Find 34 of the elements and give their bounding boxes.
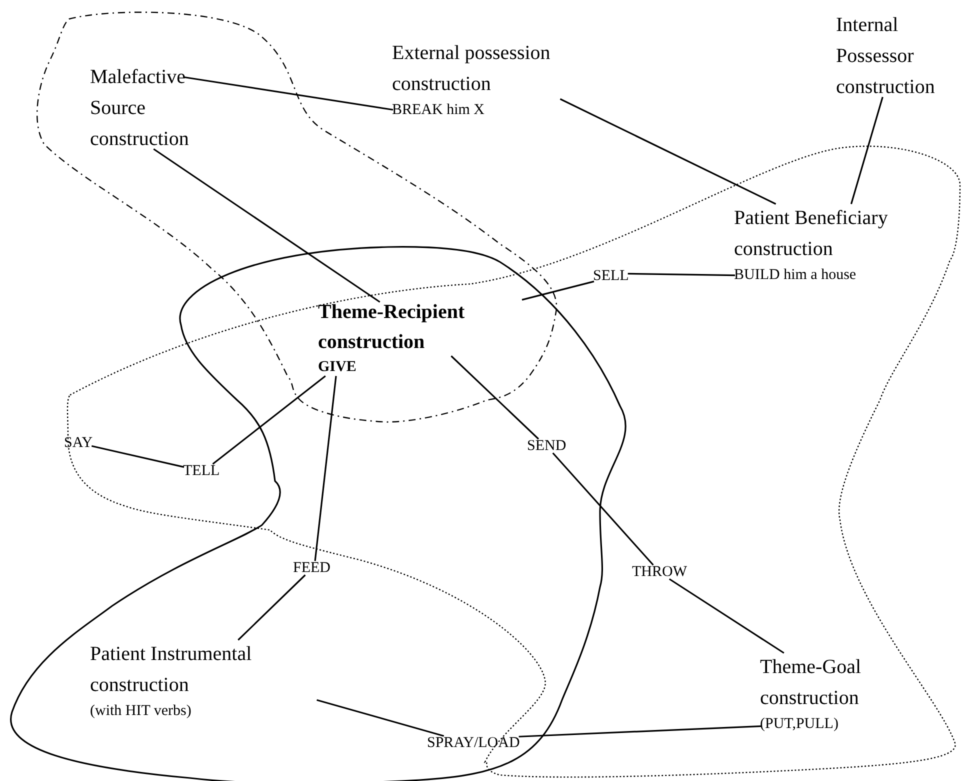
connector-line bbox=[91, 445, 184, 468]
connector-line bbox=[552, 452, 654, 566]
verb-label: TELL bbox=[183, 461, 220, 481]
connector-line bbox=[184, 76, 394, 111]
construction-label: Theme-Goal construction bbox=[760, 655, 862, 711]
connector-line bbox=[560, 98, 776, 205]
construction-label: External possession construction bbox=[392, 41, 552, 97]
example-text: BREAK him X bbox=[392, 101, 485, 120]
connector-line bbox=[668, 578, 784, 654]
connector-line bbox=[238, 574, 306, 641]
construction-label: Patient Beneficiary construction bbox=[734, 206, 889, 262]
verb-label: SPRAY/LOAD bbox=[427, 733, 520, 753]
connector-line bbox=[518, 725, 762, 738]
verb-label: FEED bbox=[293, 558, 330, 578]
verb-label: SEND bbox=[527, 436, 566, 456]
connector-line bbox=[212, 375, 326, 465]
connector-line bbox=[628, 272, 736, 276]
connector-line bbox=[522, 280, 594, 301]
construction-label: Internal Possessor construction bbox=[836, 10, 962, 103]
verb-label: THROW bbox=[632, 562, 687, 582]
construction-label: Patient Instrumental construction bbox=[90, 642, 253, 698]
verb-label: GIVE bbox=[318, 358, 356, 377]
verb-label: SAY bbox=[64, 433, 93, 453]
verb-label: SELL bbox=[593, 266, 629, 286]
example-text: (PUT,PULL) bbox=[760, 715, 838, 734]
connector-line bbox=[316, 699, 444, 737]
connector-line bbox=[314, 376, 337, 562]
connector-line bbox=[850, 96, 884, 204]
construction-label: Malefactive Source construction bbox=[90, 62, 225, 155]
connector-line bbox=[153, 148, 380, 303]
construction-label: Theme-Recipient construction bbox=[318, 300, 466, 355]
example-text: BUILD him a house bbox=[734, 266, 856, 285]
connector-line bbox=[450, 355, 540, 440]
example-text: (with HIT verbs) bbox=[90, 702, 192, 721]
